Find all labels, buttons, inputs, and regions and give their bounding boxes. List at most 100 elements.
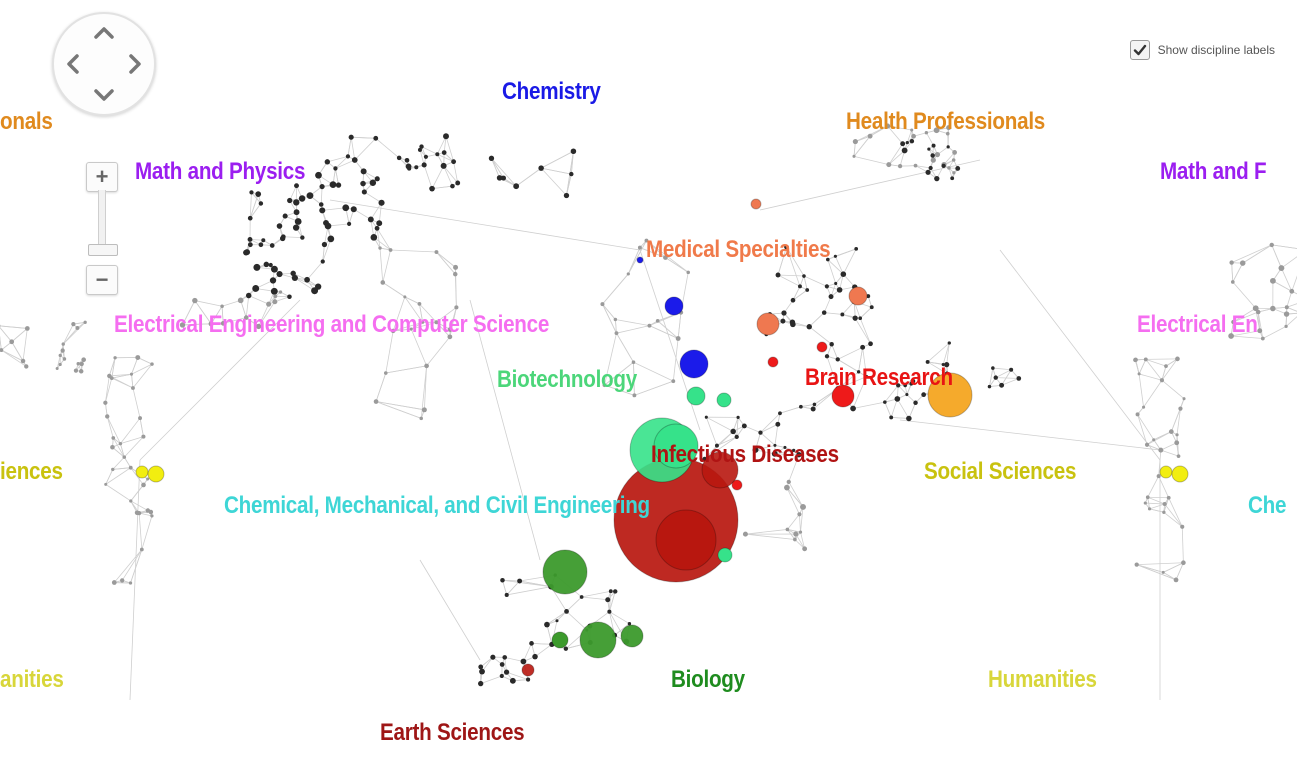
network-node xyxy=(741,423,747,429)
discipline-node[interactable] xyxy=(147,465,165,483)
network-node xyxy=(405,163,412,170)
edge xyxy=(1231,244,1272,263)
network-node xyxy=(276,270,283,278)
network-node xyxy=(120,578,125,583)
edge xyxy=(616,332,634,363)
discipline-node[interactable] xyxy=(686,386,706,406)
edge xyxy=(22,328,28,362)
edge xyxy=(759,159,981,211)
discipline-node[interactable] xyxy=(816,341,828,353)
edge xyxy=(491,158,517,187)
network-node xyxy=(632,393,637,398)
discipline-node[interactable] xyxy=(716,392,732,408)
zoom-out-button[interactable]: − xyxy=(86,265,118,295)
discipline-node[interactable] xyxy=(1159,465,1173,479)
discipline-node[interactable] xyxy=(579,621,617,659)
edge xyxy=(378,202,382,224)
show-labels-checkbox[interactable] xyxy=(1129,40,1150,60)
edge xyxy=(62,322,86,345)
network-node xyxy=(952,171,956,175)
zoom-in-button[interactable]: + xyxy=(86,162,118,192)
edge xyxy=(943,152,955,165)
network-node xyxy=(987,384,992,389)
discipline-node[interactable] xyxy=(521,663,535,677)
edge xyxy=(1232,262,1244,283)
chevron-left-icon xyxy=(67,54,79,74)
edge xyxy=(808,312,825,328)
edge xyxy=(1001,369,1012,386)
discipline-node[interactable] xyxy=(653,423,699,469)
pan-down-button[interactable] xyxy=(93,84,115,106)
zoom-slider-track[interactable] xyxy=(98,190,106,254)
network-node xyxy=(369,179,377,187)
discipline-node[interactable] xyxy=(717,547,733,563)
network-node xyxy=(798,530,803,534)
network-node xyxy=(910,128,914,132)
discipline-node[interactable] xyxy=(542,549,588,595)
discipline-node[interactable] xyxy=(664,296,684,316)
pan-control[interactable] xyxy=(52,12,156,116)
network-node xyxy=(856,370,861,374)
edge xyxy=(1286,303,1297,308)
discipline-node[interactable] xyxy=(636,256,644,264)
pan-left-button[interactable] xyxy=(62,53,84,75)
network-node xyxy=(1161,570,1165,574)
network-node xyxy=(350,206,357,213)
edge xyxy=(942,342,950,365)
network-node xyxy=(79,361,84,367)
discipline-node[interactable] xyxy=(731,479,743,491)
network-node xyxy=(775,421,781,427)
network-node xyxy=(320,259,325,264)
discipline-node[interactable] xyxy=(551,631,569,649)
pan-right-button[interactable] xyxy=(124,53,146,75)
network-node xyxy=(928,165,933,171)
discipline-node[interactable] xyxy=(679,349,709,379)
discipline-node[interactable] xyxy=(135,465,149,479)
network-node xyxy=(821,310,827,315)
edge xyxy=(786,487,804,508)
edge xyxy=(835,256,844,275)
edge xyxy=(774,450,794,455)
edge xyxy=(194,300,223,307)
edge xyxy=(112,467,131,470)
discipline-node[interactable] xyxy=(1171,465,1189,483)
discipline-node[interactable] xyxy=(848,286,868,306)
network-node xyxy=(129,372,134,376)
discipline-node[interactable] xyxy=(620,624,644,648)
edge xyxy=(130,500,149,511)
pan-up-button[interactable] xyxy=(93,22,115,44)
edge xyxy=(1135,359,1140,375)
network-node xyxy=(58,353,62,358)
discipline-node[interactable] xyxy=(750,198,762,210)
chevron-down-icon xyxy=(94,89,114,101)
edge xyxy=(854,317,871,344)
edge xyxy=(705,417,718,446)
edge xyxy=(1138,373,1163,381)
discipline-node[interactable] xyxy=(655,509,717,571)
show-labels-toggle[interactable]: Show discipline labels xyxy=(1129,40,1275,60)
edge xyxy=(469,299,541,561)
network-node xyxy=(434,320,439,325)
edge xyxy=(531,642,552,645)
network-node xyxy=(261,238,266,243)
discipline-node[interactable] xyxy=(767,356,779,368)
discipline-node[interactable] xyxy=(927,372,973,418)
network-node xyxy=(347,221,352,226)
discipline-node[interactable] xyxy=(756,312,780,336)
network-node xyxy=(742,531,748,537)
zoom-slider-handle[interactable] xyxy=(88,244,118,256)
edge xyxy=(891,416,909,419)
edge xyxy=(443,165,453,187)
network-node xyxy=(453,264,459,270)
discipline-node[interactable] xyxy=(701,451,739,489)
discipline-node[interactable] xyxy=(831,384,855,408)
network-node xyxy=(555,619,559,623)
edge xyxy=(1281,267,1293,292)
edge xyxy=(803,275,808,291)
network-node xyxy=(835,357,840,362)
edge xyxy=(1161,366,1167,381)
edge xyxy=(888,143,903,165)
edge xyxy=(294,277,315,292)
